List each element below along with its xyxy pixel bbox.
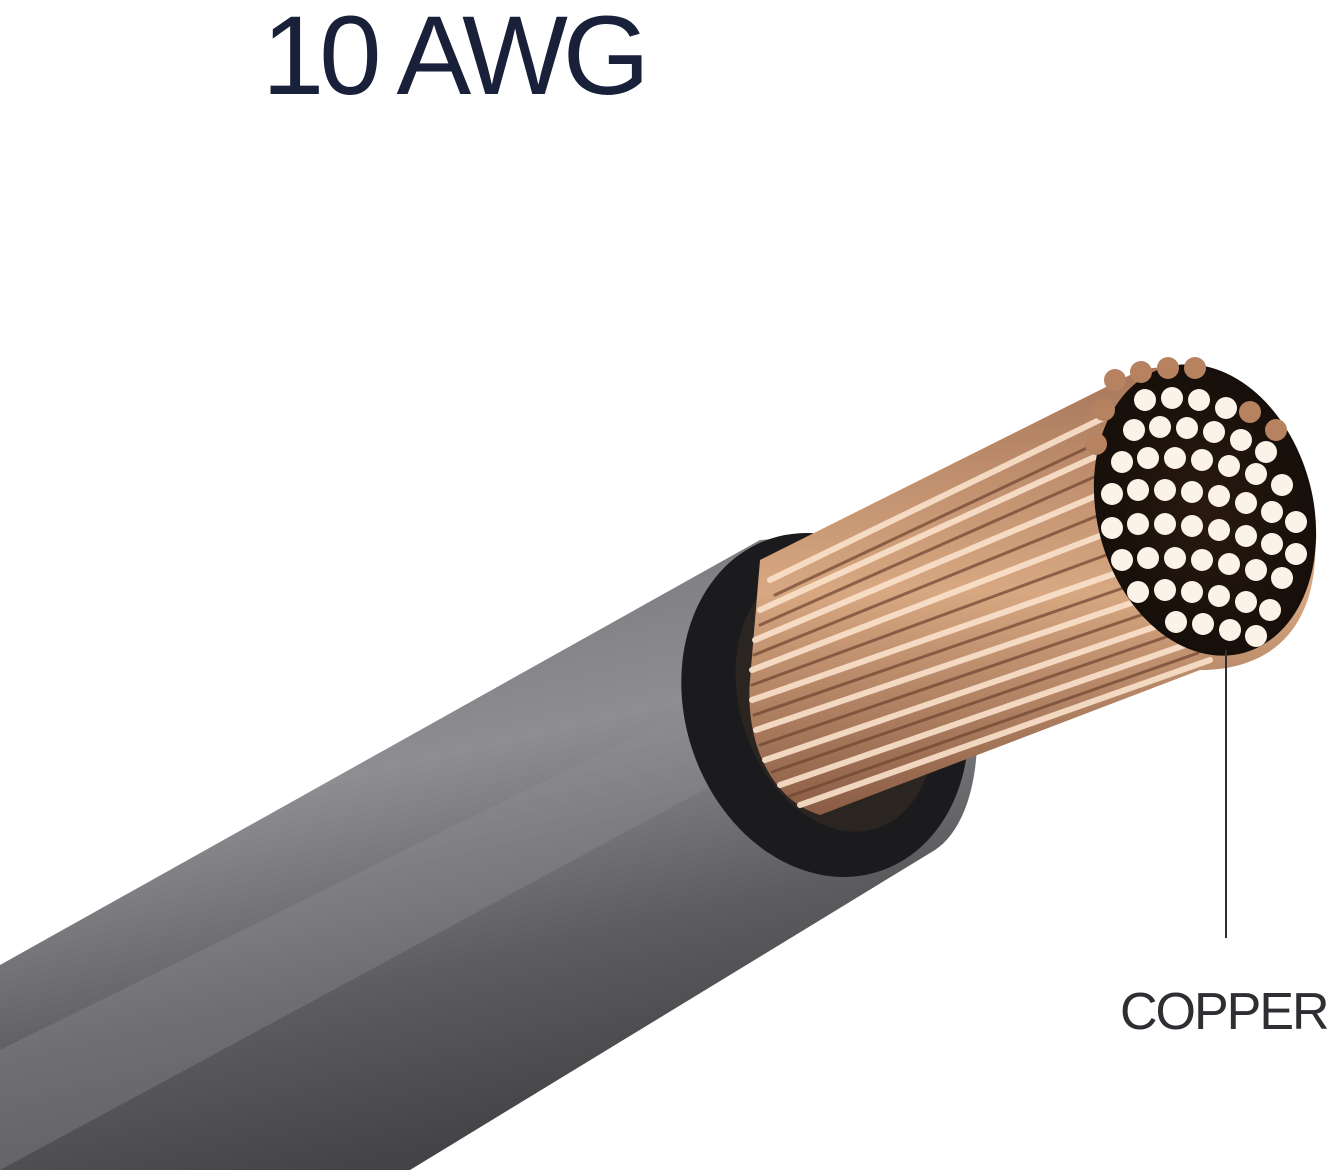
copper-label: COPPER <box>1120 983 1330 1041</box>
gauge-title: 10 AWG <box>262 0 650 118</box>
strand-end-face <box>1085 357 1317 656</box>
